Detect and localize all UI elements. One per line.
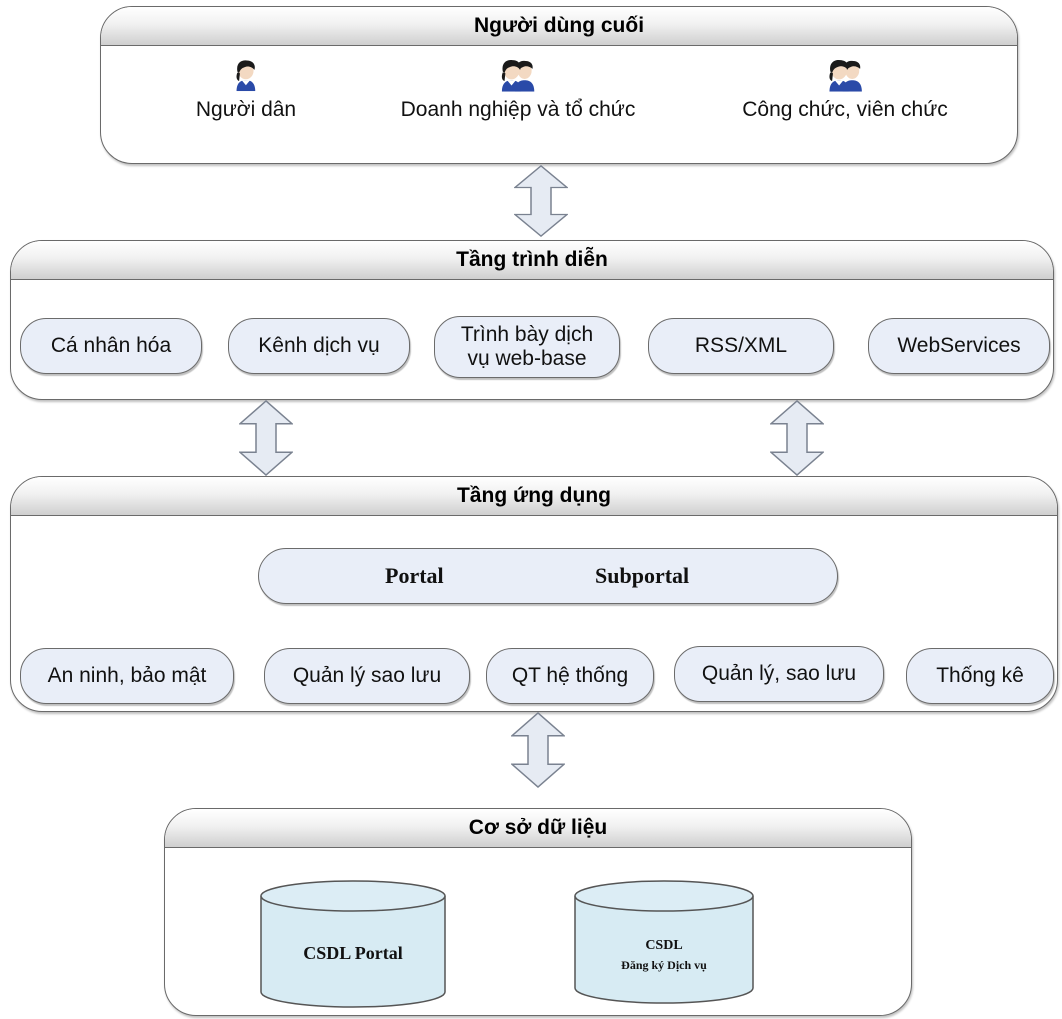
users-group-icon	[824, 58, 866, 92]
double-arrow-icon	[239, 400, 293, 476]
database-cylinder: CSDL Portal	[260, 880, 446, 1010]
subportal-label: Subportal	[595, 563, 690, 589]
application-item: Thống kê	[906, 648, 1054, 704]
portal-bar: Portal Subportal	[258, 548, 838, 604]
presentation-item: Kênh dịch vụ	[228, 318, 410, 374]
database-label-line2: Đăng ký Dịch vụ	[621, 958, 707, 972]
application-item: An ninh, bảo mật	[20, 648, 234, 704]
database-title: Cơ sở dữ liệu	[165, 809, 911, 848]
presentation-item: RSS/XML	[648, 318, 834, 374]
database-icon	[574, 880, 754, 1004]
portal-label: Portal	[385, 563, 444, 589]
presentation-title: Tầng trình diễn	[11, 241, 1053, 280]
end-users-title: Người dùng cuối	[101, 7, 1017, 46]
users-group-icon	[497, 58, 539, 92]
user-business: Doanh nghiệp và tổ chức	[400, 58, 636, 122]
database-cylinder: CSDL Đăng ký Dịch vụ	[574, 880, 754, 1006]
presentation-item: Trình bày dịch vụ web-base	[434, 316, 620, 378]
double-arrow-icon	[514, 165, 568, 237]
database-label-line1: CSDL	[645, 938, 683, 953]
user-citizen: Người dân	[196, 58, 296, 122]
user-label: Người dân	[195, 98, 297, 121]
application-item: Quản lý sao lưu	[264, 648, 470, 704]
presentation-item: WebServices	[868, 318, 1050, 374]
user-civil-servant: Công chức, viên chức	[742, 58, 948, 122]
database-icon	[260, 880, 446, 1008]
double-arrow-icon	[770, 400, 824, 476]
application-item: Quản lý, sao lưu	[674, 646, 884, 702]
application-item: QT hệ thống	[486, 648, 654, 704]
user-label: Doanh nghiệp và tổ chức	[400, 98, 636, 121]
user-icon	[229, 58, 263, 92]
application-title: Tầng ứng dụng	[11, 477, 1057, 516]
database-label: CSDL Portal	[303, 943, 403, 963]
presentation-item: Cá nhân hóa	[20, 318, 202, 374]
user-label: Công chức, viên chức	[742, 98, 948, 121]
double-arrow-icon	[511, 712, 565, 788]
